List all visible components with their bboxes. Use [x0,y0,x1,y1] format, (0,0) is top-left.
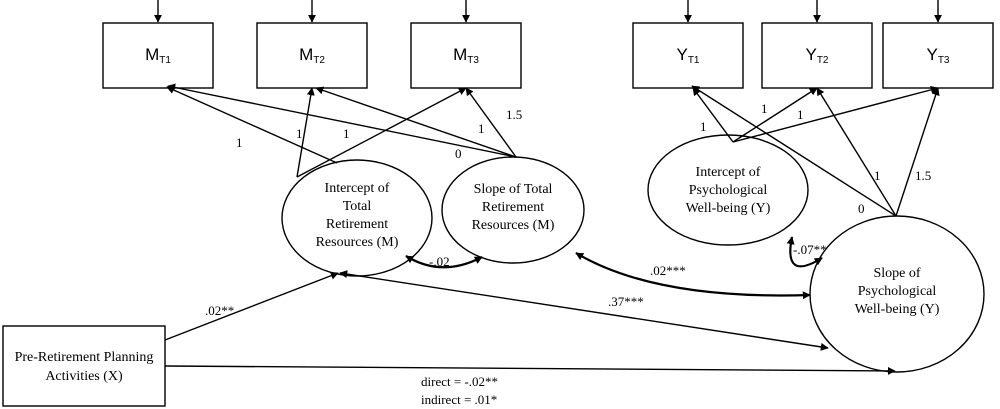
label-int-m-mt3: 1 [343,126,350,141]
svg-text:Psychological: Psychological [858,284,937,299]
svg-text:MT2: MT2 [299,45,325,66]
svg-text:Slope of: Slope of [873,266,920,281]
path-int-y-yt1 [692,87,734,143]
path-slope-y-yt1 [691,85,897,217]
path-int-y-yt2 [732,87,818,143]
label-b-path: .37*** [608,294,644,309]
covariance-curves [405,236,823,300]
path-slope-m-mt1 [167,83,517,158]
svg-text:Pre-Retirement Planning: Pre-Retirement Planning [15,350,154,365]
label-cov-slope-m-slope-y: .02*** [650,263,686,278]
path-int-m-mt3 [296,87,467,178]
svg-text:Resources (M): Resources (M) [472,218,555,233]
loading-paths-m [166,83,517,178]
svg-text:MT3: MT3 [453,45,479,66]
label-slope-y-yt1: 0 [858,201,865,216]
label-indirect: indirect = .01* [421,392,497,407]
ellipse-slope-y: Slope of Psychological Well-being (Y) [809,215,985,373]
svg-text:Total: Total [343,199,372,214]
label-slope-y-yt2: 1 [874,168,881,183]
label-int-y-yt2: 1 [761,101,768,116]
label-int-y-yt3: 1 [797,107,804,122]
structural-paths [164,270,896,375]
box-x: Pre-Retirement Planning Activities (X) [2,325,166,407]
ellipse-slope-m: Slope of Total Retirement Resources (M) [441,156,585,264]
path-int-m-mt2 [296,87,315,178]
path-int-m-to-slope-y [339,270,829,351]
svg-text:Intercept of: Intercept of [696,165,761,180]
label-cov-y: -.07** [793,242,827,257]
label-cov-m: -.02 [429,254,450,269]
path-x-to-int-m [164,271,339,341]
loading-paths-y [691,85,940,217]
svg-text:Retirement: Retirement [482,200,544,215]
path-slope-y-yt3 [895,87,940,217]
svg-text:Resources (M): Resources (M) [316,235,399,250]
ellipse-intercept-m: Intercept of Total Retirement Resources … [281,159,433,277]
svg-text:Activities (X): Activities (X) [45,369,123,384]
label-slope-y-yt3: 1.5 [915,168,931,183]
svg-text:Intercept of: Intercept of [325,181,390,196]
box-mt3: MT3 [410,22,522,89]
svg-text:Well-being (Y): Well-being (Y) [686,201,771,216]
path-slope-y-yt2 [816,87,897,217]
label-slope-m-mt2: 1 [478,121,485,136]
svg-text:YT2: YT2 [805,45,828,66]
path-slope-m-mt2 [315,86,517,158]
svg-text:Slope of Total: Slope of Total [474,182,553,197]
svg-text:Retirement: Retirement [326,217,388,232]
path-int-y-yt3 [732,85,939,143]
residual-arrows [154,0,942,23]
box-mt2: MT2 [256,22,368,89]
cov-slope-m-slope-y [575,252,811,300]
svg-text:MT1: MT1 [145,45,171,66]
label-direct: direct = -.02** [421,374,498,389]
label-a-path: .02** [205,303,234,318]
label-int-m-mt1: 1 [236,135,243,150]
svg-text:Psychological: Psychological [689,183,768,198]
path-labels: 1 1 1 0 1 1.5 1 1 1 0 1 1.5 -.02 -.07** … [205,101,931,407]
svg-text:YT1: YT1 [676,45,699,66]
path-slope-m-mt3 [465,87,517,158]
box-yt3: YT3 [882,22,994,89]
box-yt1: YT1 [632,22,744,89]
box-yt2: YT2 [761,22,873,89]
svg-text:YT3: YT3 [926,45,949,66]
ellipse-intercept-y: Intercept of Psychological Well-being (Y… [647,134,809,246]
path-int-m-mt1 [166,86,338,164]
label-slope-m-mt1: 0 [455,146,462,161]
path-x-to-slope-y [164,365,896,375]
svg-text:Well-being (Y): Well-being (Y) [855,302,940,317]
label-int-m-mt2: 1 [296,126,303,141]
label-int-y-yt1: 1 [700,119,707,134]
cov-int-y-slope-y [786,236,823,268]
label-slope-m-mt3: 1.5 [506,107,522,122]
cov-int-m-slope-m [405,255,483,269]
box-mt1: MT1 [102,22,214,89]
